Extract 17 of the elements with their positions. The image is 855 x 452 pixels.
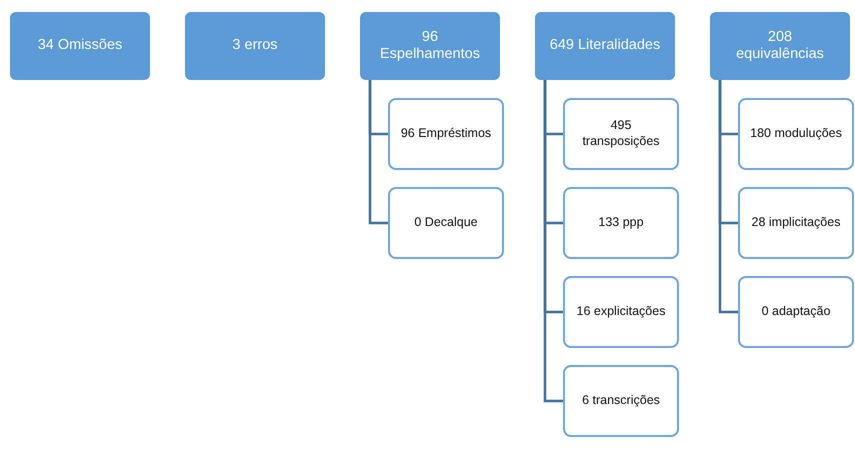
subcategory-box: 0 Decalque [388, 187, 504, 259]
subcategory-box: 180 moduluções [738, 98, 854, 170]
subcategory-box: 0 adaptação [738, 276, 854, 348]
subcategory-box: 495 transposições [563, 98, 679, 170]
subcategory-box: 28 implicitações [738, 187, 854, 259]
subcategory-box: 16 explicitações [563, 276, 679, 348]
subcategory-box: 96 Empréstimos [388, 98, 504, 170]
category-box: 96 Espelhamentos [360, 12, 500, 80]
category-box: 208 equivalências [710, 12, 850, 80]
connector-line [544, 80, 563, 402]
subcategory-box: 133 ppp [563, 187, 679, 259]
category-box: 649 Literalidades [535, 12, 675, 80]
connector-line [368, 80, 388, 224]
subcategory-box: 6 transcrições [563, 365, 679, 437]
category-box: 3 erros [185, 12, 325, 80]
category-box: 34 Omissões [10, 12, 150, 80]
connector-line [718, 80, 738, 314]
